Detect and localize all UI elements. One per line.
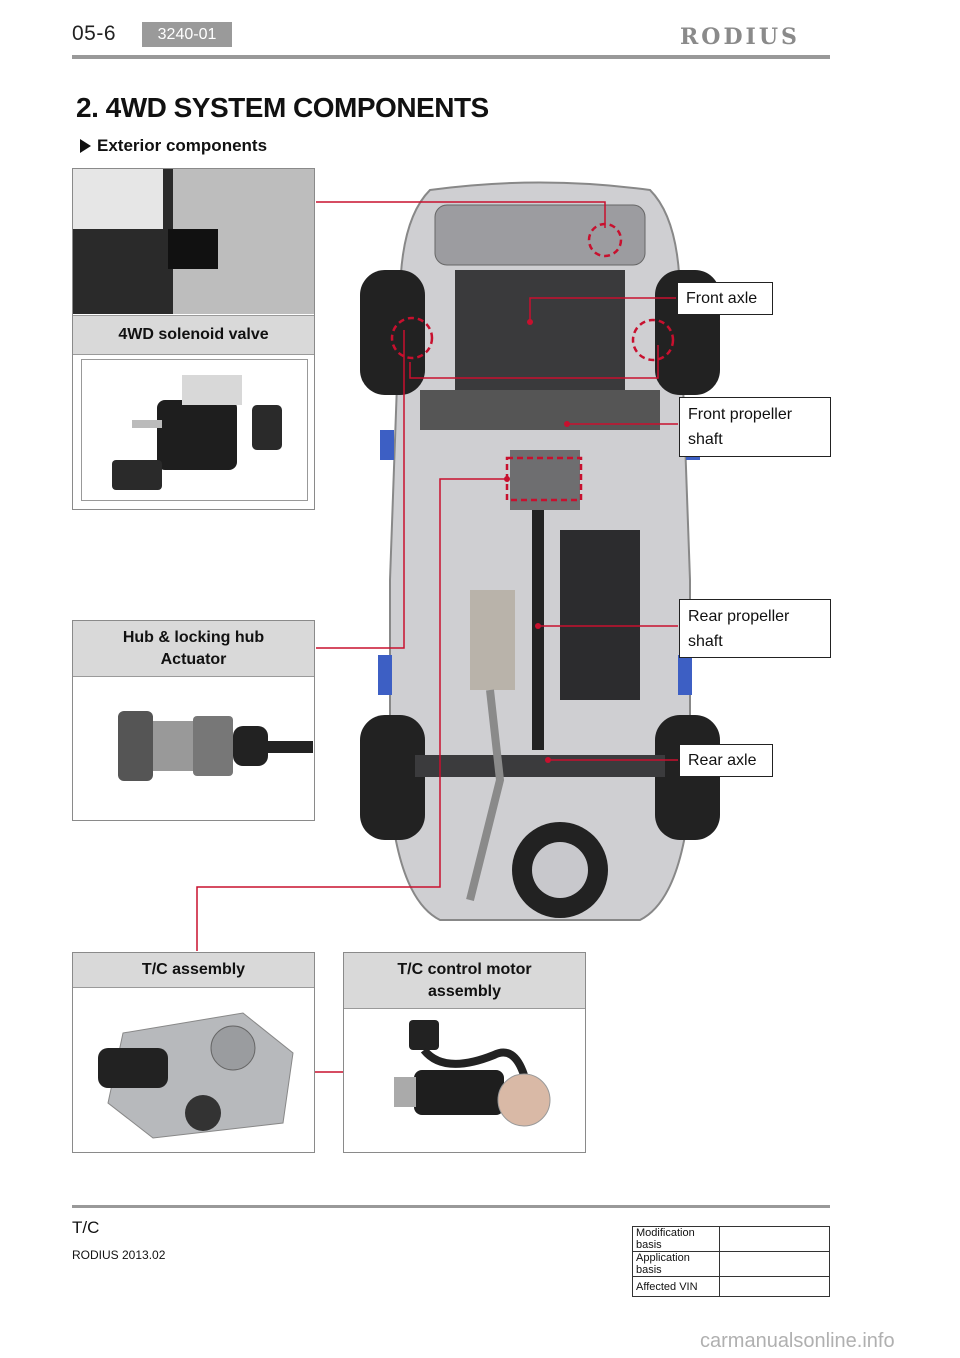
subsection-label: Exterior components xyxy=(97,136,268,155)
header-divider xyxy=(72,55,830,59)
vehicle-underbody-image xyxy=(360,181,720,921)
section-code-badge: 3240-01 xyxy=(142,22,232,47)
brand-logo: RODIUS xyxy=(680,24,800,50)
tc-motor-panel: T/C control motor assembly xyxy=(343,952,586,1153)
rear-propeller-line2: shaft xyxy=(688,632,723,650)
front-propeller-line2: shaft xyxy=(688,431,723,448)
front-propeller-shaft-callout: Front propeller shaft xyxy=(679,397,831,457)
tc-motor-label: T/C control motor assembly xyxy=(344,953,585,1009)
table-row: Modification basis xyxy=(632,1226,830,1252)
table-cell-value xyxy=(719,1276,830,1297)
footer-section-label: T/C xyxy=(72,1218,100,1237)
page-number: 05-6 xyxy=(72,22,117,45)
rear-propeller-line1: Rear propeller xyxy=(688,607,790,625)
tc-motor-label-line1: T/C control motor xyxy=(397,960,532,978)
watermark-link[interactable]: carmanualsonline.info xyxy=(700,1330,895,1352)
tc-assembly-photo xyxy=(98,1012,294,1139)
solenoid-location-photo xyxy=(73,169,314,314)
table-cell-value xyxy=(719,1226,830,1252)
solenoid-valve-photo xyxy=(112,375,282,490)
front-propeller-line1: Front propeller xyxy=(688,406,793,423)
page-title: 2. 4WD SYSTEM COMPONENTS xyxy=(76,92,489,123)
table-cell-label: Application basis xyxy=(632,1251,720,1277)
table-row: Application basis xyxy=(632,1251,830,1277)
modification-table: Modification basis Application basis Aff… xyxy=(632,1226,830,1297)
hub-actuator-panel: Hub & locking hub Actuator xyxy=(72,620,315,821)
solenoid-valve-panel: 4WD solenoid valve xyxy=(72,168,315,510)
triangle-bullet-icon xyxy=(80,139,91,153)
footer-model-date: RODIUS 2013.02 xyxy=(72,1248,166,1262)
rear-axle-callout: Rear axle xyxy=(679,744,773,777)
table-cell-label: Modification basis xyxy=(632,1226,720,1252)
table-cell-label: Affected VIN xyxy=(632,1276,720,1297)
tc-assembly-panel: T/C assembly xyxy=(72,952,315,1153)
hub-actuator-label-line1: Hub & locking hub xyxy=(122,628,265,646)
tc-motor-label-line2: assembly xyxy=(428,982,501,1000)
rear-propeller-shaft-callout: Rear propeller shaft xyxy=(679,599,831,658)
front-axle-callout: Front axle xyxy=(677,282,773,315)
hub-actuator-label-line2: Actuator xyxy=(160,650,227,668)
subsection-heading: Exterior components xyxy=(80,136,267,156)
table-row: Affected VIN xyxy=(632,1276,830,1297)
solenoid-photo-frame xyxy=(81,359,308,501)
solenoid-valve-label: 4WD solenoid valve xyxy=(73,315,314,355)
tc-assembly-label: T/C assembly xyxy=(73,953,314,988)
hub-actuator-photo xyxy=(118,711,313,781)
footer-divider xyxy=(72,1205,830,1208)
hub-actuator-label: Hub & locking hub Actuator xyxy=(73,621,314,677)
tc-motor-photo xyxy=(394,1020,551,1127)
table-cell-value xyxy=(719,1251,830,1277)
